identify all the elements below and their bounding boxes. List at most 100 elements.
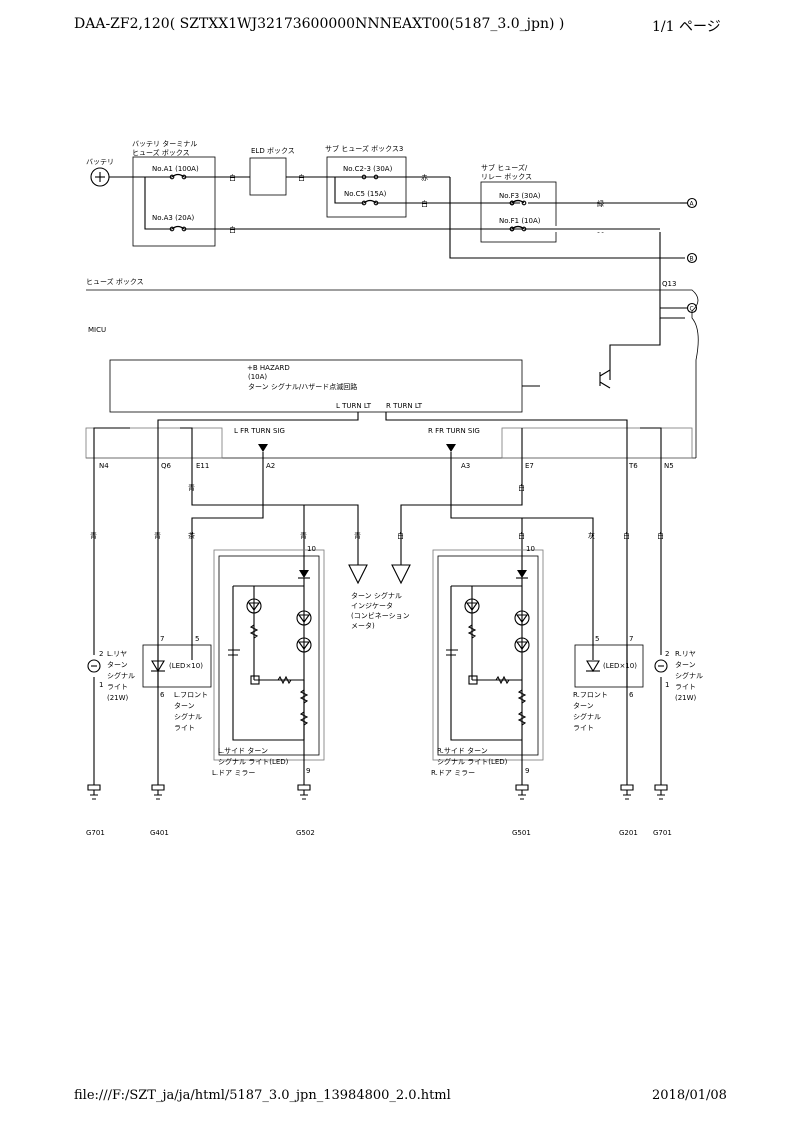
- pin-a2: A2: [266, 462, 275, 470]
- r-turn-lt-label: R TURN LT: [386, 402, 423, 410]
- l-front-pin-7: 7: [160, 635, 164, 643]
- battery-terminal-label-1: バッテリ ターミナル: [132, 139, 197, 148]
- wire-color-white: 白: [229, 225, 236, 234]
- battery-terminal-fuse-box: [132, 156, 216, 247]
- eld-box-label: ELD ボックス: [251, 147, 295, 155]
- turn-signal-indicator: [348, 564, 411, 585]
- ground-g701-left: G701: [86, 829, 105, 837]
- fuse-a1: [169, 173, 187, 180]
- fuse-f3-label: No.F3 (30A): [499, 192, 541, 200]
- l-front-pin-5: 5: [195, 635, 199, 643]
- l-rear-label-1: L.リヤ: [107, 650, 127, 658]
- fuse-c5: [361, 199, 379, 206]
- fuse-a1-label: No.A1 (100A): [152, 165, 199, 173]
- svg-text:B: B: [690, 256, 694, 263]
- l-side-label-3: L.ドア ミラー: [212, 769, 255, 777]
- wire-color-white: 白: [397, 531, 404, 540]
- r-side-label-2: シグナル ライト(LED): [437, 757, 508, 766]
- l-rear-label-4: ライト: [107, 683, 128, 691]
- pin-a3: A3: [461, 462, 470, 470]
- r-rear-label-1: R.リヤ: [675, 650, 696, 658]
- r-front-led-count: (LED×10): [603, 662, 637, 670]
- r-rear-pin-2: 2: [665, 650, 669, 658]
- fuse-box-label: ヒューズ ボックス: [86, 277, 144, 286]
- indicator-label-4: メータ): [351, 621, 375, 630]
- eld-box: [249, 157, 287, 196]
- l-front-label-2: ターン: [174, 701, 195, 710]
- l-rear-label-5: (21W): [107, 694, 129, 702]
- pin-q6: Q6: [161, 462, 172, 470]
- pin-t6: T6: [628, 462, 638, 470]
- l-side-label-1: L.サイド ターン: [218, 746, 268, 755]
- l-front-turn-light: [142, 644, 212, 688]
- wire-color-white: 白: [623, 531, 630, 540]
- page-number: 1/1 ページ: [652, 19, 721, 35]
- footer-file-path: file:///F:/SZT_ja/ja/html/5187_3.0_jpn_1…: [74, 1088, 451, 1103]
- r-fr-turn-sig-label: R FR TURN SIG: [428, 427, 480, 435]
- connector-c: C: [686, 302, 698, 314]
- wire-color-blue: 青: [300, 531, 307, 540]
- battery-symbol: [90, 167, 110, 187]
- l-front-label-1: L.フロント: [174, 691, 208, 699]
- l-front-pin-6: 6: [160, 691, 165, 699]
- svg-text:A: A: [690, 201, 695, 208]
- ground-g401: G401: [150, 829, 169, 837]
- r-side-pin-10: 10: [526, 545, 535, 553]
- r-front-pin-5: 5: [595, 635, 599, 643]
- fuse-a3-label: No.A3 (20A): [152, 214, 195, 222]
- r-rear-label-3: シグナル: [675, 671, 703, 680]
- indicator-label-1: ターン シグナル: [351, 591, 402, 600]
- hazard-fuse-label: +B HAZARD: [247, 364, 290, 372]
- sub-fuse-relay-label-1: サブ ヒューズ/: [481, 163, 528, 172]
- battery-label: バッテリ: [86, 158, 114, 166]
- l-rear-turn-bulb: [87, 655, 101, 677]
- r-front-label-1: R.フロント: [573, 691, 608, 699]
- wire-color-blue: 青: [354, 531, 361, 540]
- q13-label: Q13: [662, 280, 676, 288]
- fuse-a3: [169, 225, 187, 232]
- wire-color-white: 白: [518, 531, 525, 540]
- fuse-c23: [361, 174, 379, 180]
- wire-color-blue: 青: [90, 531, 97, 540]
- wire-color-gray: 灰: [588, 531, 595, 540]
- connector-a: A: [686, 197, 698, 209]
- wire-color-white: 白: [421, 199, 428, 208]
- l-turn-lt-label: L TURN LT: [336, 402, 372, 410]
- wire-color-white: 白: [298, 173, 305, 182]
- footer-date: 2018/01/08: [652, 1088, 727, 1103]
- r-side-label-3: R.ドア ミラー: [431, 769, 475, 777]
- indicator-label-3: (コンビネーション: [351, 611, 410, 620]
- pin-n4: N4: [99, 462, 109, 470]
- l-front-label-3: シグナル: [174, 712, 202, 721]
- document-title: DAA-ZF2,120( SZTXX1WJ32173600000NNNEAXT0…: [74, 16, 565, 32]
- sub-fuse-box-3: [326, 156, 407, 218]
- svg-text:C: C: [690, 306, 694, 313]
- r-front-pin-7: 7: [629, 635, 633, 643]
- ground-g502: G502: [296, 829, 315, 837]
- r-side-turn-signal-light: [437, 555, 539, 756]
- r-rear-pin-1: 1: [665, 681, 669, 689]
- l-fr-turn-sig-label: L FR TURN SIG: [234, 427, 285, 435]
- sub-fuse-box-3-label: サブ ヒューズ ボックス3: [325, 144, 403, 153]
- pin-e7: E7: [525, 462, 534, 470]
- wire-color-brown: 茶: [188, 531, 195, 540]
- ground-g501: G501: [512, 829, 531, 837]
- sub-fuse-relay-box: [480, 181, 557, 243]
- r-rear-turn-bulb: [654, 655, 668, 677]
- r-front-pin-6: 6: [629, 691, 634, 699]
- fuse-c5-label: No.C5 (15A): [344, 190, 387, 198]
- pin-n5: N5: [664, 462, 674, 470]
- r-rear-label-4: ライト: [675, 683, 696, 691]
- wire-color-white: 白: [229, 173, 236, 182]
- hazard-circuit-label: ターン シグナル/ハザード点滅回路: [248, 382, 357, 391]
- l-rear-pin-1: 1: [99, 681, 103, 689]
- wire-color-green: 緑: [597, 199, 604, 208]
- r-front-label-4: ライト: [573, 724, 594, 732]
- l-front-led-count: (LED×10): [169, 662, 203, 670]
- l-side-pin-9: 9: [306, 767, 310, 775]
- ground-g701-right: G701: [653, 829, 672, 837]
- wire-color-white: 白: [518, 483, 525, 492]
- l-side-label-2: シグナル ライト(LED): [218, 757, 289, 766]
- indicator-label-2: インジケータ: [351, 601, 393, 610]
- l-rear-pin-2: 2: [99, 650, 103, 658]
